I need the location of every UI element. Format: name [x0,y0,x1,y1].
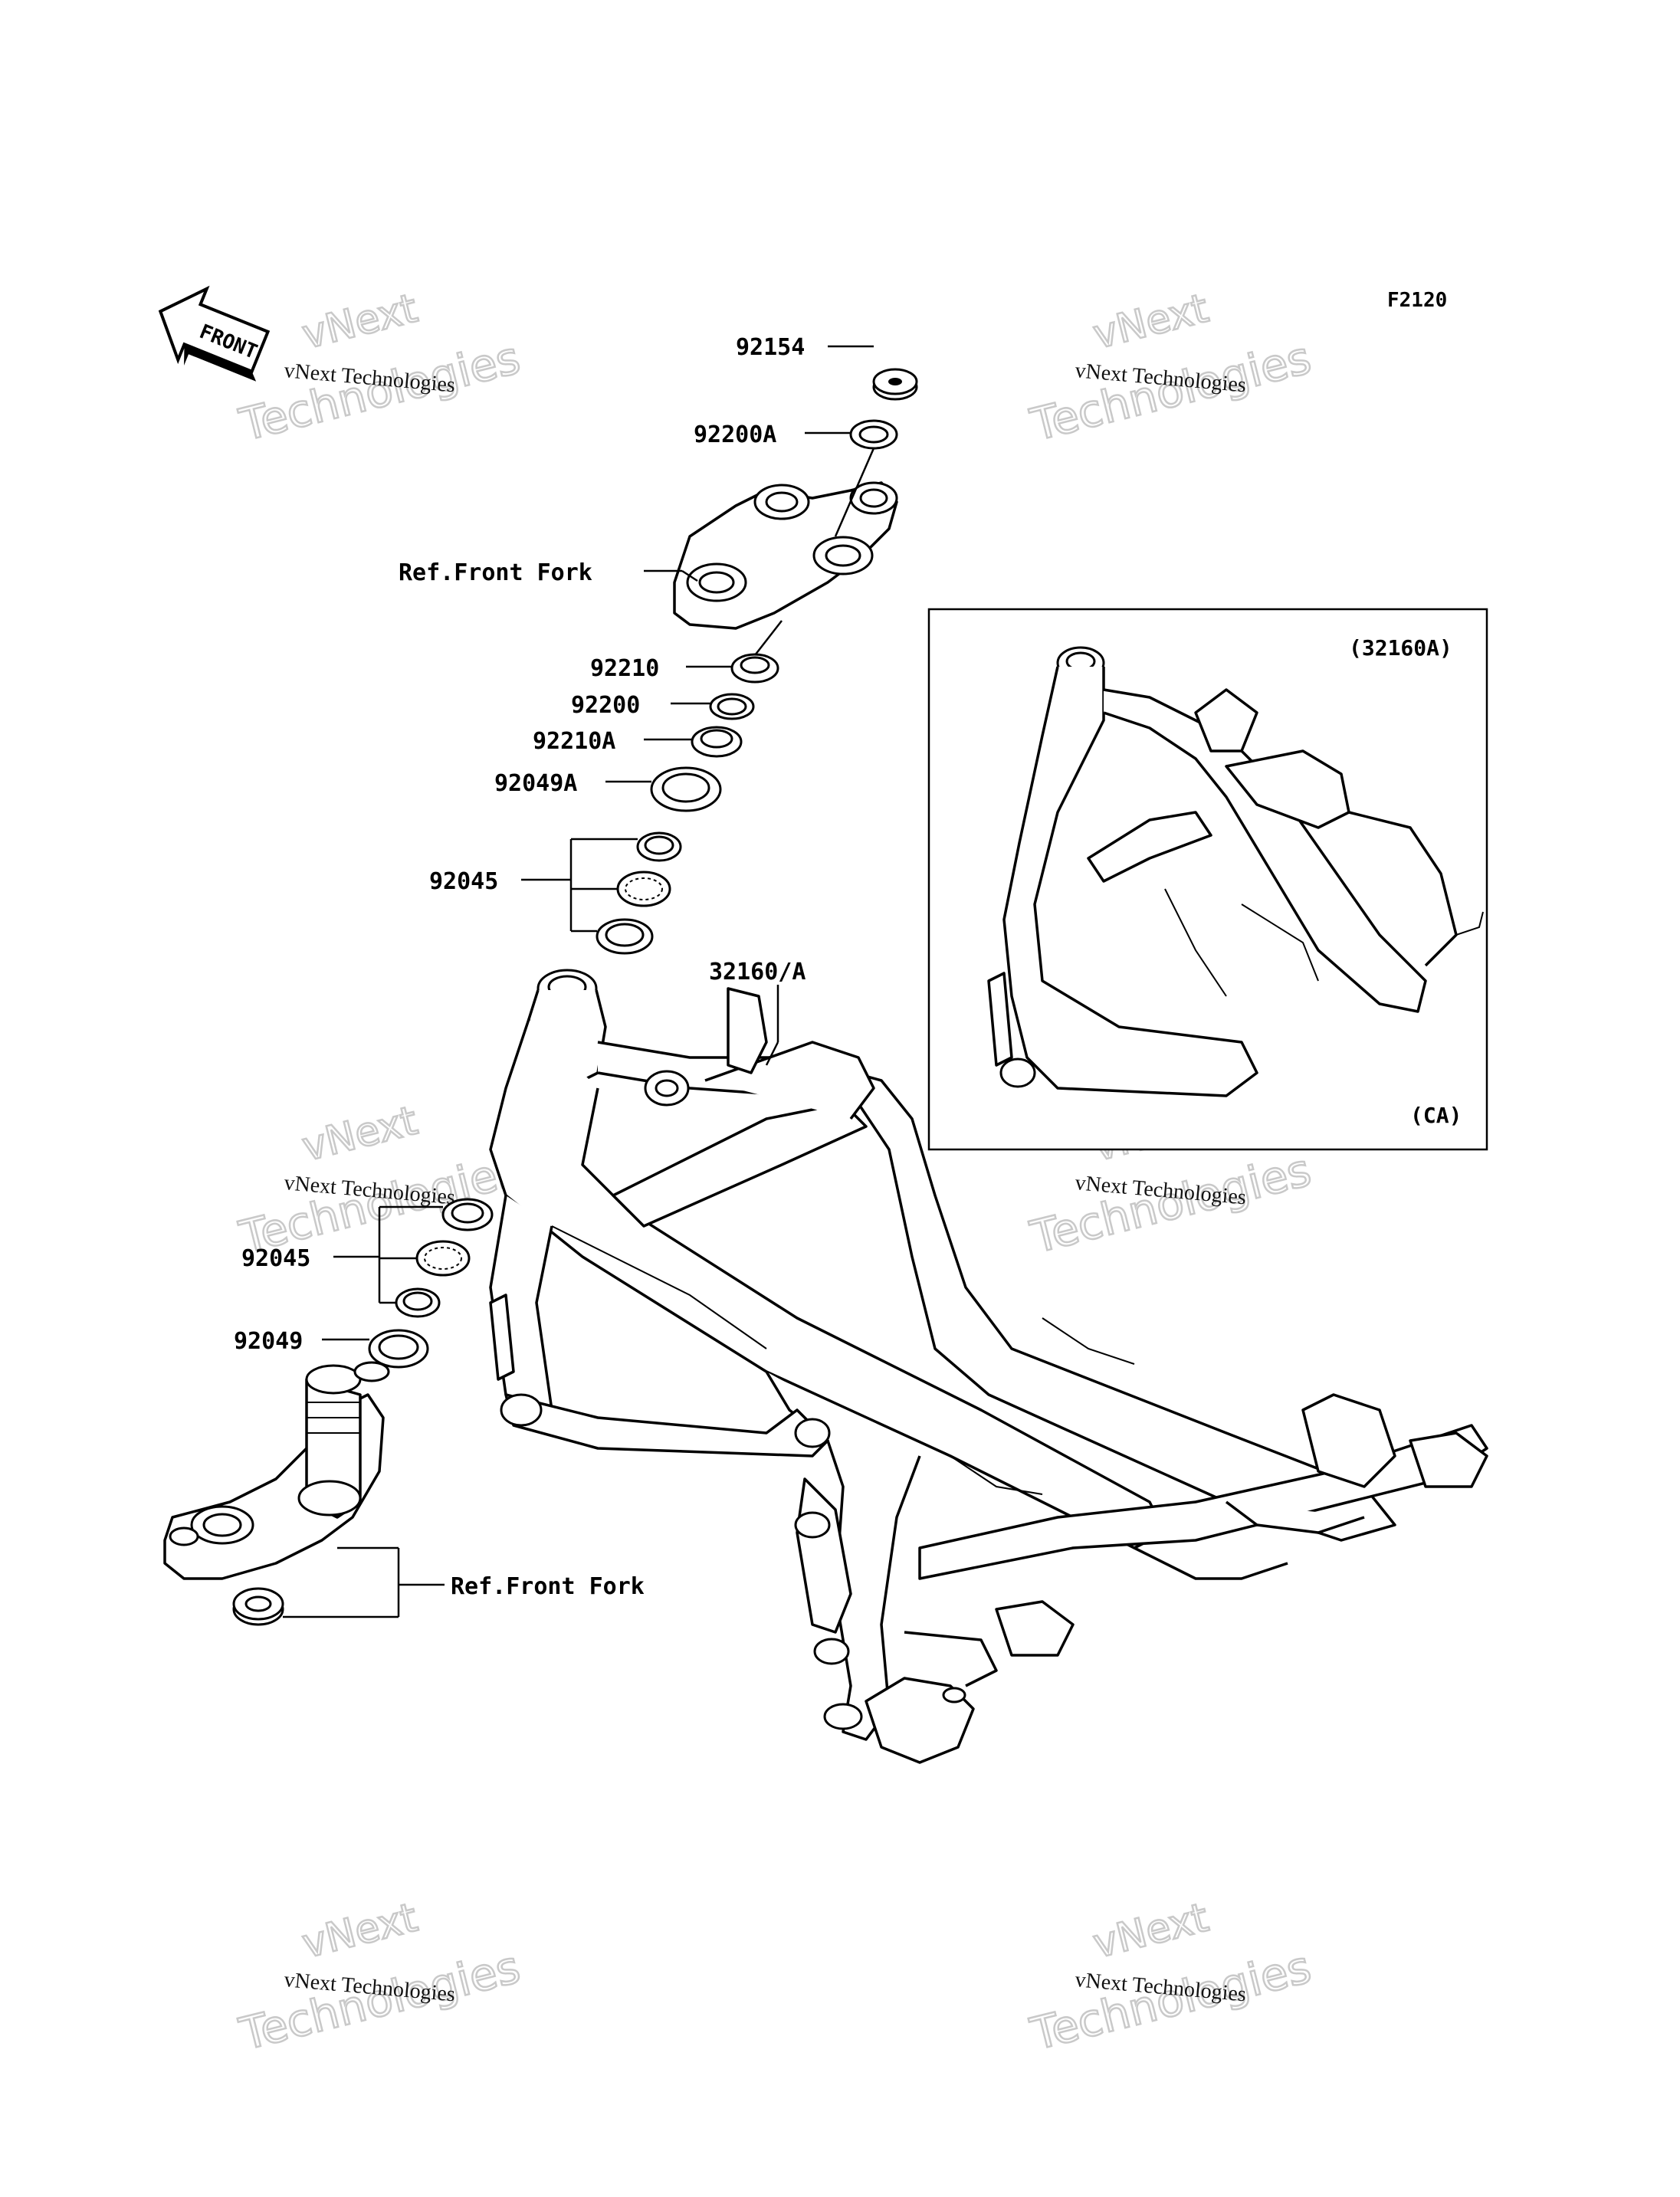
watermark-top-right: vNext Technologies vNext Technologies [1025,284,1317,452]
inset-frame-ca[interactable] [987,646,1484,1097]
watermark-logo-word2: Technologies [1025,1940,1316,2060]
upper-triple-clamp[interactable] [673,481,898,630]
label-92200[interactable]: 92200 [571,692,640,719]
part-92045-bearing-bottom[interactable] [395,1198,494,1318]
main-frame[interactable] [489,969,1488,1764]
watermark-logo-word2: Technologies [1025,331,1316,451]
inset-part-code: (32160A) [1349,635,1452,661]
figure-code: F2120 [1387,289,1447,312]
part-92210a-nut[interactable] [691,726,743,758]
watermark-logo-word1: vNext [1089,1895,1213,1968]
label-92210a[interactable]: 92210A [533,728,615,755]
lower-stem-nut[interactable] [232,1587,284,1626]
label-92045-bottom[interactable]: 92045 [241,1245,310,1272]
watermark-logo-word1: vNext [298,286,422,359]
watermark-logo-word2: Technologies [1025,1143,1316,1263]
part-92200a-washer[interactable] [849,419,898,450]
watermark-logo-word1: vNext [298,1895,422,1968]
part-labels: 92154 92200A Ref.Front Fork 92210 92200 … [234,334,806,1600]
label-ref-front-fork-top[interactable]: Ref.Front Fork [399,559,592,586]
part-92200-washer[interactable] [709,693,755,720]
lower-triple-clamp[interactable] [163,1361,390,1580]
label-92154[interactable]: 92154 [736,334,805,361]
inset-panel: (32160A) (CA) [927,608,1488,1151]
label-92200a[interactable]: 92200A [694,421,776,448]
part-92210-nut[interactable] [730,653,779,684]
label-92045-top[interactable]: 92045 [429,868,498,895]
part-92049a-seal[interactable] [650,766,722,812]
label-92210[interactable]: 92210 [590,655,659,682]
part-92045-bearing-top[interactable] [596,831,682,955]
part-92154-cap[interactable] [872,368,918,401]
front-arrow-icon: FRONT [158,285,271,382]
part-92049-seal[interactable] [368,1329,429,1369]
inset-market-code: (CA) [1410,1103,1462,1128]
watermark-bottom-right: vNext Technologies vNext Technologies [1025,1894,1317,2061]
watermark-logo-word1: vNext [1089,286,1213,359]
label-92049[interactable]: 92049 [234,1328,303,1355]
watermark-logo-word1: vNext [298,1098,422,1171]
watermark-logo-word2: Technologies [235,1940,525,2060]
watermark-top-left: vNext Technologies vNext Technologies [234,284,526,452]
label-ref-front-fork-bottom[interactable]: Ref.Front Fork [451,1573,645,1600]
label-32160a[interactable]: 32160/A [709,959,806,985]
watermark-bottom-left: vNext Technologies vNext Technologies [234,1894,526,2061]
label-92049a[interactable]: 92049A [494,770,577,797]
leader-lines [283,345,875,1618]
watermark-logo-word2: Technologies [235,331,525,451]
